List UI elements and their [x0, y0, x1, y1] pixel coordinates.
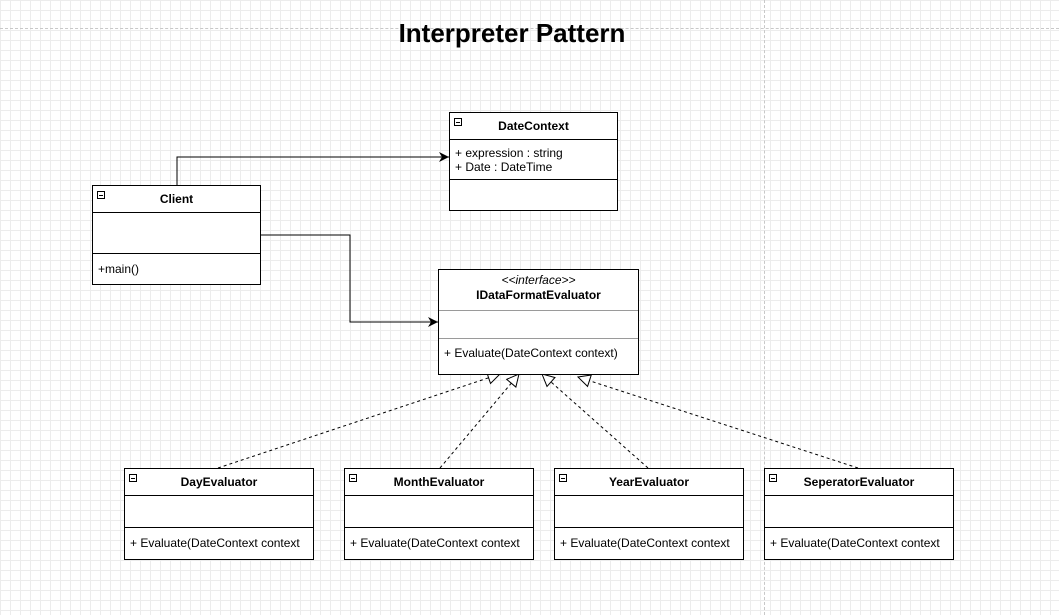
attribute: + Date : DateTime: [455, 160, 553, 174]
collapse-icon[interactable]: [349, 474, 357, 482]
page-break-horizontal: [0, 28, 1059, 29]
collapse-icon[interactable]: [454, 118, 462, 126]
class-name: Client: [159, 192, 194, 206]
operation: + Evaluate(DateContext context: [350, 536, 520, 550]
class-header[interactable]: DateContext: [450, 113, 617, 140]
collapse-icon[interactable]: [129, 474, 137, 482]
class-header[interactable]: Client: [93, 186, 260, 213]
class-name: MonthEvaluator: [393, 475, 485, 489]
stereotype-label: <<interface>>: [501, 273, 576, 287]
class-header[interactable]: SeperatorEvaluator: [765, 469, 953, 496]
page-break-vertical: [764, 0, 765, 615]
attributes-section[interactable]: [555, 496, 743, 528]
realization-seperator-evaluator[interactable]: [578, 377, 859, 469]
operations-section[interactable]: +main(): [93, 254, 260, 284]
class-name: IDataFormatEvaluator: [476, 288, 601, 302]
class-header[interactable]: DayEvaluator: [125, 469, 313, 496]
operation: + Evaluate(DateContext context: [560, 536, 730, 550]
collapse-icon[interactable]: [559, 474, 567, 482]
realization-day-evaluator[interactable]: [217, 374, 500, 469]
attributes-section[interactable]: + expression : string + Date : DateTime: [450, 140, 617, 180]
diagram-title: Interpreter Pattern: [398, 18, 626, 48]
attributes-section[interactable]: [765, 496, 953, 528]
class-name: DayEvaluator: [180, 475, 258, 489]
operations-section[interactable]: + Evaluate(DateContext context: [345, 528, 533, 558]
class-client[interactable]: Client +main(): [92, 185, 261, 285]
collapse-icon[interactable]: [769, 474, 777, 482]
class-name: YearEvaluator: [608, 475, 690, 489]
operations-section[interactable]: + Evaluate(DateContext context): [439, 339, 638, 373]
attributes-section[interactable]: [93, 213, 260, 254]
operations-section[interactable]: + Evaluate(DateContext context: [765, 528, 953, 558]
attributes-section[interactable]: [125, 496, 313, 528]
association-client-datecontext[interactable]: [176, 152, 449, 186]
class-header[interactable]: MonthEvaluator: [345, 469, 533, 496]
operation: +main(): [98, 262, 140, 276]
operation: + Evaluate(DateContext context: [770, 536, 940, 550]
operations-section[interactable]: [450, 180, 617, 210]
association-client-evaluator[interactable]: [261, 234, 438, 327]
class-dayevaluator[interactable]: DayEvaluator + Evaluate(DateContext cont…: [124, 468, 314, 560]
realization-year-evaluator[interactable]: [542, 374, 649, 469]
class-yearevaluator[interactable]: YearEvaluator + Evaluate(DateContext con…: [554, 468, 744, 560]
operation: + Evaluate(DateContext context): [444, 346, 618, 360]
class-header[interactable]: <<interface>> IDataFormatEvaluator: [439, 270, 638, 311]
interface-idataformatevaluator[interactable]: <<interface>> IDataFormatEvaluator + Eva…: [438, 269, 639, 375]
operations-section[interactable]: + Evaluate(DateContext context: [555, 528, 743, 558]
class-datecontext[interactable]: DateContext + expression : string + Date…: [449, 112, 618, 211]
class-monthevaluator[interactable]: MonthEvaluator + Evaluate(DateContext co…: [344, 468, 534, 560]
attribute: + expression : string: [455, 146, 563, 160]
operations-section[interactable]: + Evaluate(DateContext context: [125, 528, 313, 558]
class-name: DateContext: [498, 119, 569, 133]
realization-month-evaluator[interactable]: [439, 374, 519, 469]
class-name: SeperatorEvaluator: [803, 475, 915, 489]
collapse-icon[interactable]: [97, 191, 105, 199]
attributes-section[interactable]: [345, 496, 533, 528]
class-seperatorevaluator[interactable]: SeperatorEvaluator + Evaluate(DateContex…: [764, 468, 954, 560]
attributes-section[interactable]: [439, 311, 638, 339]
class-header[interactable]: YearEvaluator: [555, 469, 743, 496]
operation: + Evaluate(DateContext context: [130, 536, 300, 550]
